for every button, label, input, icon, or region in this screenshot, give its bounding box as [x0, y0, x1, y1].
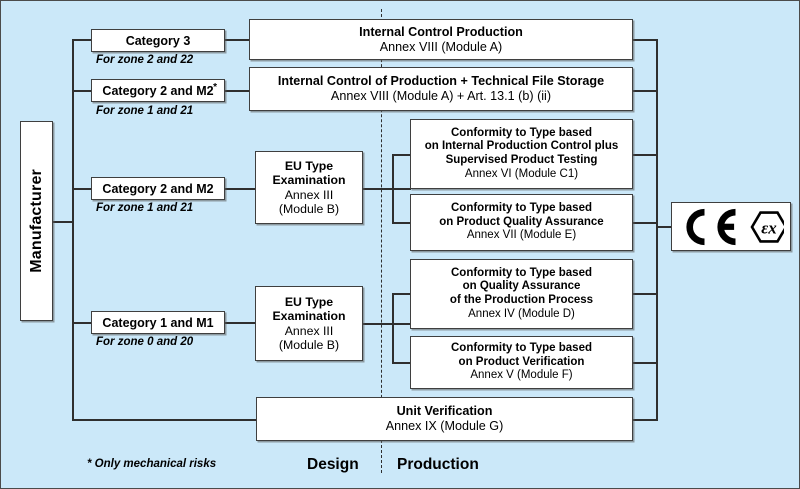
- bus-to-cat2a-line: [72, 90, 92, 92]
- conf3-to-right-bus-line: [633, 293, 658, 295]
- icpt-to-right-bus-line: [633, 90, 658, 92]
- manufacturer-to-bus-line: [52, 221, 73, 223]
- conf2-to-right-bus-line: [633, 222, 658, 224]
- conf2-line2: on Product Quality Assurance: [439, 215, 604, 228]
- conf3-line3: of the Production Process: [449, 294, 594, 306]
- eutype2-to-conf3-line: [392, 293, 411, 295]
- eu-type-examination-lower-box[interactable]: EU Type Examination Annex III (Module B): [255, 286, 363, 361]
- conformity-module-f-box[interactable]: Conformity to Type based on Product Veri…: [410, 336, 633, 389]
- conf1-line3: Supervised Product Testing: [445, 154, 598, 166]
- eutype1-to-conf1-line: [392, 154, 411, 156]
- category-3-zone-note: For zone 2 and 22: [96, 54, 194, 66]
- category-2-m2-lower-zone-note: For zone 1 and 21: [96, 202, 194, 214]
- conf1-line4: Annex VI (Module C1): [464, 167, 579, 180]
- cat2b-to-eutype1-line: [225, 188, 256, 190]
- icp-line2: Annex VIII (Module A): [379, 39, 503, 54]
- eutype1-split-line: [392, 154, 394, 223]
- conf4-line2: on Product Verification: [458, 355, 585, 368]
- right-bus-line: [656, 39, 658, 420]
- category-2-m2-lower-label: Category 2 and M2: [102, 181, 214, 196]
- left-bus-line: [72, 39, 74, 420]
- conf4-to-right-bus-line: [633, 362, 658, 364]
- design-column-label: Design: [307, 456, 359, 473]
- eu-type-upper-line4: (Module B): [278, 202, 340, 216]
- bus-to-cat1-line: [72, 322, 92, 324]
- category-3-label: Category 3: [125, 33, 191, 48]
- right-bus-to-cemark-line: [656, 226, 672, 228]
- eu-type-lower-line1: EU Type: [284, 294, 334, 309]
- icp-to-right-bus-line: [633, 39, 658, 41]
- eutype1-out-line: [363, 188, 411, 190]
- category-2-m2-upper-box[interactable]: Category 2 and M2 *: [91, 79, 225, 102]
- manufacturer-box[interactable]: Manufacturer: [20, 121, 53, 321]
- design-production-divider: [381, 9, 382, 473]
- category-2-m2-upper-zone-note: For zone 1 and 21: [96, 105, 194, 117]
- eutype2-split-line: [392, 293, 394, 363]
- unit-verification-line1: Unit Verification: [396, 404, 493, 419]
- icpt-line1: Internal Control of Production + Technic…: [277, 74, 605, 89]
- icpt-line2: Annex VIII (Module A) + Art. 13.1 (b) (i…: [330, 89, 552, 103]
- svg-text:εx: εx: [761, 218, 777, 237]
- conf1-to-right-bus-line: [633, 154, 658, 156]
- conf2-line1: Conformity to Type based: [451, 202, 592, 215]
- eu-type-upper-line1: EU Type: [284, 158, 334, 173]
- eu-type-examination-upper-box[interactable]: EU Type Examination Annex III (Module B): [255, 151, 363, 224]
- unit-verification-box[interactable]: Unit Verification Annex IX (Module G): [256, 397, 633, 441]
- eu-type-lower-line3: Annex III: [284, 323, 334, 338]
- conf3-line4: Annex IV (Module D): [468, 307, 575, 320]
- internal-control-technical-file-box[interactable]: Internal Control of Production + Technic…: [249, 67, 633, 111]
- eu-type-upper-line2: Examination: [272, 173, 346, 187]
- conf1-line1: Conformity to Type based: [451, 126, 592, 139]
- cat3-to-icp-line: [225, 39, 250, 41]
- eutype1-to-conf2-line: [392, 222, 411, 224]
- eu-type-lower-line2: Examination: [272, 309, 346, 323]
- conf3-line2: on Quality Assurance: [462, 280, 581, 293]
- conf4-line1: Conformity to Type based: [451, 342, 592, 355]
- conf2-line3: Annex VII (Module E): [466, 229, 577, 242]
- conf1-line2: on Internal Production Control plus: [424, 140, 619, 153]
- category-1-m1-box[interactable]: Category 1 and M1: [91, 311, 225, 334]
- category-3-box[interactable]: Category 3: [91, 29, 225, 52]
- unit-verification-line2: Annex IX (Module G): [385, 419, 504, 433]
- conf3-line1: Conformity to Type based: [451, 266, 592, 279]
- cat1-to-eutype2-line: [225, 322, 256, 324]
- bus-to-cat3-line: [72, 39, 92, 41]
- conformity-module-e-box[interactable]: Conformity to Type based on Product Qual…: [410, 194, 633, 251]
- ce-ex-mark-icon: εx: [686, 208, 784, 245]
- internal-control-production-box[interactable]: Internal Control Production Annex VIII (…: [249, 19, 633, 60]
- bus-to-unit-verification-line: [72, 419, 257, 421]
- eutype2-out-line: [363, 323, 411, 325]
- production-column-label: Production: [397, 456, 479, 473]
- category-2-m2-upper-asterisk: *: [213, 82, 217, 93]
- category-1-m1-label: Category 1 and M1: [102, 315, 214, 330]
- ce-ex-marking-box[interactable]: εx: [671, 202, 791, 251]
- bus-to-cat2b-line: [72, 188, 92, 190]
- icp-line1: Internal Control Production: [359, 24, 523, 39]
- conf4-line3: Annex V (Module F): [470, 369, 573, 382]
- category-2-m2-lower-box[interactable]: Category 2 and M2: [91, 177, 225, 200]
- eu-type-upper-line3: Annex III: [284, 187, 334, 202]
- cat2a-to-icpt-line: [225, 90, 250, 92]
- conformity-module-c1-box[interactable]: Conformity to Type based on Internal Pro…: [410, 119, 633, 189]
- category-1-m1-zone-note: For zone 0 and 20: [96, 336, 194, 348]
- category-2-m2-upper-label: Category 2 and M2: [102, 83, 214, 98]
- conformity-module-d-box[interactable]: Conformity to Type based on Quality Assu…: [410, 259, 633, 329]
- manufacturer-label: Manufacturer: [27, 169, 45, 273]
- unitver-to-right-bus-line: [633, 419, 658, 421]
- eutype2-to-conf4-line: [392, 362, 411, 364]
- footnote-mechanical-risks: * Only mechanical risks: [87, 458, 217, 470]
- eu-type-lower-line4: (Module B): [278, 338, 340, 352]
